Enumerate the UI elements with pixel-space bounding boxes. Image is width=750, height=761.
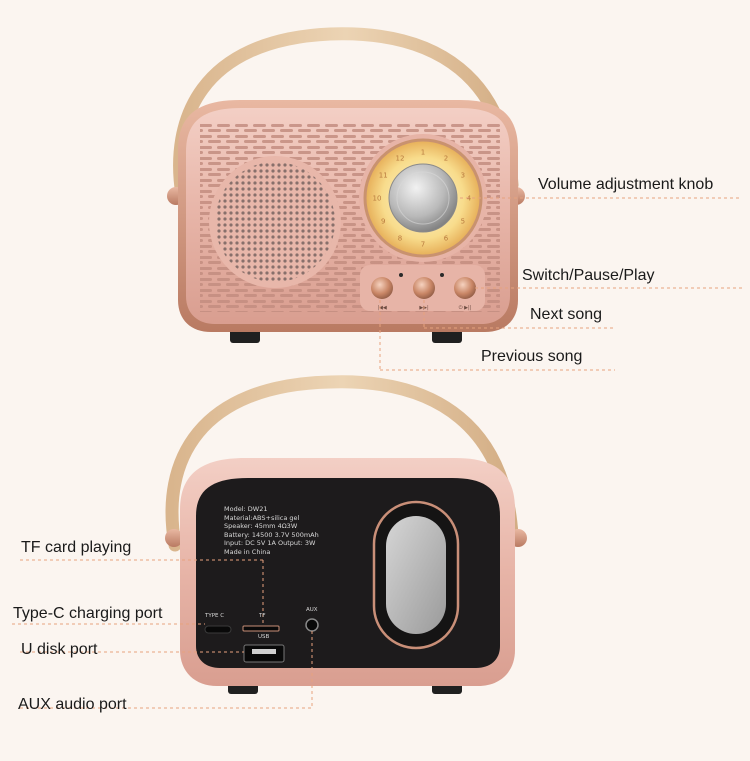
back-handle (165, 375, 519, 552)
spec-model: Model: DW21 (224, 505, 268, 513)
dial-number: 4 (467, 195, 472, 203)
aux-port (305, 618, 319, 632)
callout-tf-card: TF card playing (21, 539, 132, 556)
dial-number: 1 (421, 149, 425, 157)
dial-number: 6 (444, 234, 449, 242)
dial-number: 9 (381, 218, 385, 226)
spec-speaker: Speaker: 45mm 4Ω3W (224, 522, 298, 530)
port-label-aux: AUX (306, 607, 318, 613)
svg-text:⏻ ▶||: ⏻ ▶|| (459, 305, 472, 311)
callout-aux: AUX audio port (18, 696, 127, 713)
spec-made-in: Made in China (224, 547, 271, 556)
back-callout-lines (12, 559, 313, 709)
dial-number: 3 (461, 172, 465, 180)
spec-input: Input: DC 5V 1A Output: 3W (224, 539, 316, 547)
front-callout-lines (379, 197, 745, 371)
tf-card-slot (242, 625, 280, 632)
callout-next-song: Next song (530, 306, 603, 323)
callout-u-disk: U disk port (21, 641, 98, 658)
radio-back-view (165, 375, 527, 694)
passive-radiator (372, 500, 460, 650)
dial-number: 8 (398, 234, 402, 242)
spec-battery: Battery: 14500 3.7V 500mAh (224, 530, 319, 539)
type-c-port (204, 625, 232, 634)
port-label-usb: USB (258, 634, 270, 640)
port-label-type-c: TYPE C (205, 613, 225, 619)
spec-material: Material:ABS+silica gel (224, 513, 300, 522)
previous-button-icon: |◀◀ (371, 277, 393, 311)
spec-label: Model: DW21 Material:ABS+silica gel Spea… (224, 505, 319, 556)
power-play-button-icon: ⏻ ▶|| (454, 277, 476, 311)
callout-previous-song: Previous song (481, 348, 583, 365)
callout-volume-knob: Volume adjustment knob (538, 176, 714, 193)
svg-text:|◀◀: |◀◀ (377, 305, 387, 311)
dial-number: 12 (396, 155, 405, 163)
callout-switch-pause-play: Switch/Pause/Play (522, 267, 655, 284)
port-label-tf: TF (259, 613, 266, 619)
dial-number: 11 (379, 172, 388, 180)
dial-number: 2 (444, 155, 448, 163)
dial-number: 5 (461, 218, 465, 226)
dial-number: 10 (373, 195, 382, 203)
back-handle-stud-left (165, 529, 183, 547)
dial-number: 7 (421, 241, 425, 249)
callout-type-c: Type-C charging port (13, 605, 163, 622)
